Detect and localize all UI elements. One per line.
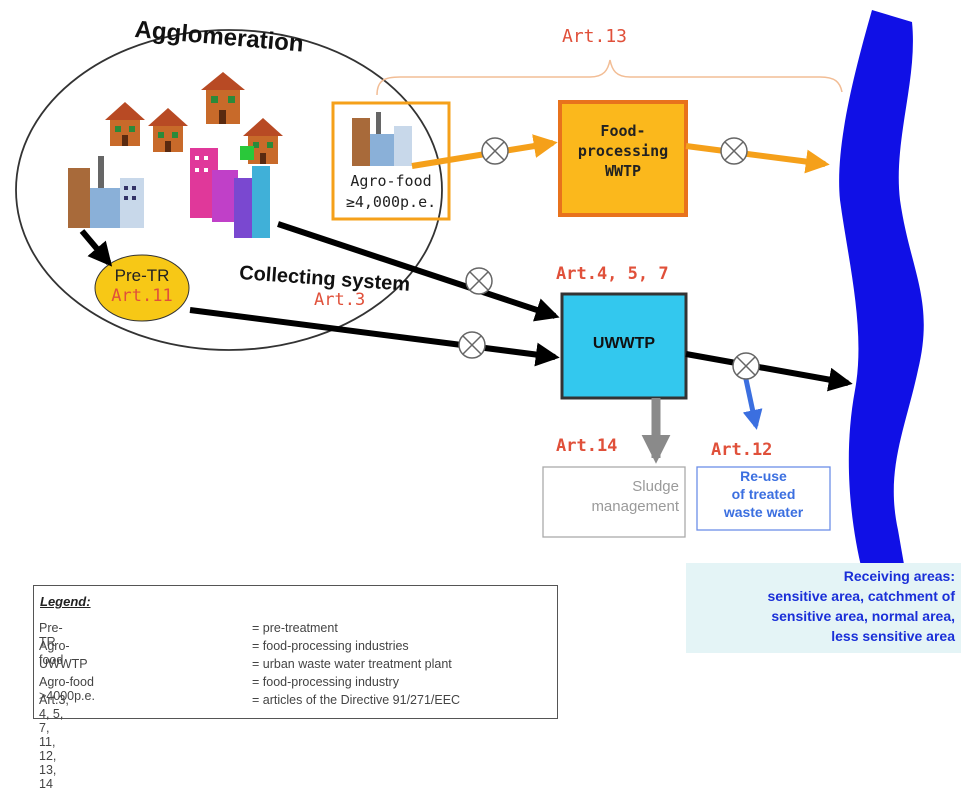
arrow-pretr-to-uwwtp bbox=[189, 307, 560, 367]
legend-def: = food-processing industry bbox=[252, 675, 399, 689]
art13-label: Art.13 bbox=[562, 26, 628, 47]
art14-label: Art.14 bbox=[556, 436, 618, 456]
sampling-point-icon bbox=[481, 137, 509, 165]
legend-def: = articles of the Directive 91/271/EEC bbox=[252, 693, 461, 707]
legend-term: UWWTP bbox=[39, 657, 88, 671]
legend-box: Legend: Pre-TR = pre-treatment Agro-food… bbox=[33, 585, 558, 791]
food-wwtp-label-line1: Food- bbox=[600, 122, 646, 140]
city-buildings-icon bbox=[190, 146, 270, 238]
sampling-point-icon bbox=[720, 137, 748, 165]
reuse-label-line2: of treated bbox=[731, 486, 796, 502]
pretr-label: Pre-TR bbox=[114, 266, 170, 285]
legend-term: Art.3, 4, 5, 7, 11, 12, 13, 14 bbox=[39, 693, 69, 791]
house-icon bbox=[105, 102, 145, 146]
arrow-factory-to-pretr bbox=[79, 229, 113, 267]
sampling-point-icon bbox=[458, 331, 486, 359]
sludge-box bbox=[542, 466, 686, 538]
pretr-node bbox=[94, 254, 190, 322]
food-wwtp-label-line2: processing bbox=[577, 142, 669, 160]
uwwtp-label: UWWTP bbox=[592, 335, 656, 352]
house-icon bbox=[201, 72, 245, 124]
legend-term: Agro-food bbox=[39, 639, 70, 667]
arrow-foodwwtp-to-river bbox=[685, 143, 830, 174]
sampling-point-icon bbox=[732, 352, 760, 380]
food-wwtp-box bbox=[558, 100, 688, 217]
legend-term: Agro-food >4000p.e. bbox=[39, 675, 95, 703]
legend-def: = pre-treatment bbox=[252, 621, 338, 635]
food-wwtp-label-line3: WWTP bbox=[604, 162, 642, 180]
receiving-line2: sensitive area, catchment of bbox=[767, 588, 955, 604]
art13-brace bbox=[376, 59, 843, 96]
receiving-areas-panel: Receiving areas: sensitive area, catchme… bbox=[686, 563, 961, 653]
reuse-label-line3: waste water bbox=[723, 504, 804, 520]
agglomeration-ellipse bbox=[15, 29, 443, 351]
art12-label: Art.12 bbox=[711, 440, 773, 460]
arrow-uwwtp-to-river bbox=[685, 351, 853, 392]
art457-label: Art.4, 5, 7 bbox=[556, 264, 669, 284]
sludge-label-line2: management bbox=[591, 498, 679, 515]
receiving-line4: less sensitive area bbox=[831, 628, 955, 644]
reuse-box bbox=[696, 466, 831, 531]
sludge-label-line1: Sludge bbox=[632, 478, 679, 495]
legend-term: Pre-TR bbox=[39, 621, 63, 649]
legend-title: Legend: bbox=[40, 594, 91, 609]
legend-def: = urban waste water treatment plant bbox=[252, 657, 452, 671]
uwwtp-box bbox=[560, 292, 688, 400]
diagram-canvas bbox=[15, 10, 924, 570]
receiving-line3: sensitive area, normal area, bbox=[771, 608, 955, 624]
agrofood-label-line1: Agro-food bbox=[350, 172, 432, 190]
house-icon bbox=[148, 108, 188, 152]
art11-label: Art.11 bbox=[111, 286, 173, 306]
river-shape bbox=[839, 10, 924, 570]
receiving-line1: Receiving areas: bbox=[843, 568, 955, 584]
legend-def: = food-processing industries bbox=[252, 639, 409, 653]
agrofood-label-line2: ≥4,000p.e. bbox=[345, 193, 437, 211]
arrow-collecting-to-uwwtp bbox=[277, 221, 560, 322]
reuse-label-line1: Re-use bbox=[740, 468, 787, 484]
art3-label: Art.3 bbox=[314, 290, 366, 310]
sampling-point-icon bbox=[465, 267, 493, 295]
factory-icon bbox=[68, 156, 144, 228]
agro-factory-icon bbox=[352, 112, 412, 166]
